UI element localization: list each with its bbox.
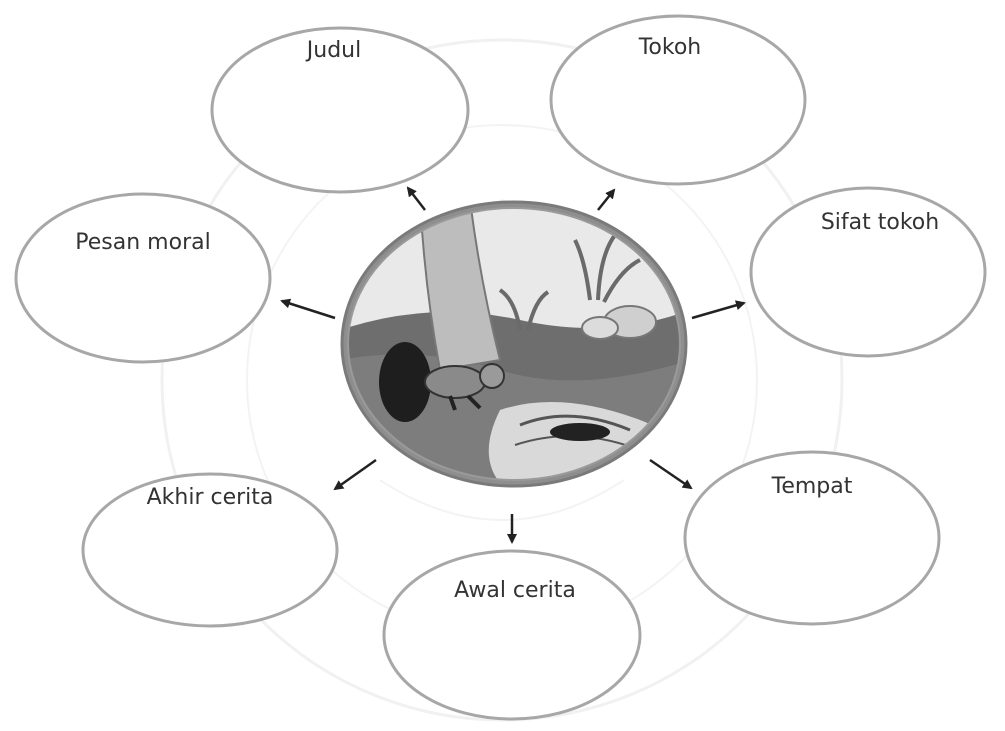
label-tempat: Tempat <box>771 474 853 499</box>
arrow-to-tempat <box>649 458 693 490</box>
label-sifat-tokoh: Sifat tokoh <box>820 210 940 235</box>
arrow-to-tokoh <box>597 188 616 211</box>
bubble-tempat <box>683 450 941 626</box>
arrow-to-judul <box>406 186 426 211</box>
label-tokoh: Tokoh <box>638 35 702 60</box>
label-pesan-moral: Pesan moral <box>75 230 211 255</box>
bubble-awal-cerita <box>382 549 642 721</box>
label-akhir-cerita: Akhir cerita <box>146 485 274 510</box>
label-judul: Judul <box>306 38 362 63</box>
label-awal-cerita: Awal cerita <box>454 578 576 603</box>
central-forest-illustration <box>340 200 688 488</box>
bubble-tokoh <box>549 14 807 186</box>
arrow-to-pesan-moral <box>280 298 336 320</box>
arrow-to-sifat-tokoh <box>691 300 746 320</box>
bubble-sifat-tokoh <box>749 186 987 358</box>
bubble-pesan-moral <box>14 192 272 364</box>
bubble-judul <box>210 26 470 194</box>
bubble-akhir-cerita <box>81 472 339 628</box>
arrow-to-akhir-cerita <box>333 458 377 491</box>
